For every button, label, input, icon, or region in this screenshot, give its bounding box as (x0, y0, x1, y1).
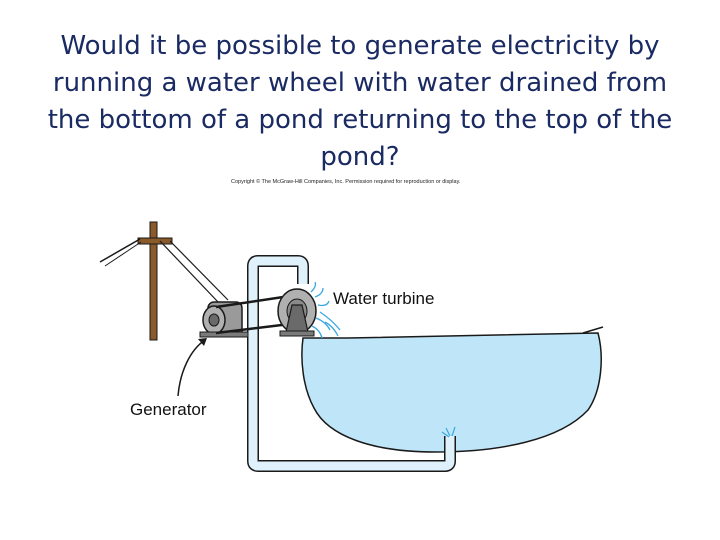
generator-pointer-arrow (177, 338, 207, 397)
turbine-label: Water turbine (333, 289, 434, 308)
power-lines (159, 240, 229, 303)
return-pipe (247, 255, 456, 472)
water-turbine (277, 288, 317, 337)
drain-splash (441, 426, 456, 438)
copyright-notice: Copyright © The McGraw-Hill Companies, I… (231, 179, 461, 185)
slide-title: Would it be possible to generate electri… (47, 31, 673, 172)
utility-pole (99, 221, 173, 341)
drive-belt (215, 294, 291, 335)
generator-label: Generator (130, 400, 207, 419)
turbine-splash (310, 281, 341, 339)
generator (199, 301, 249, 338)
